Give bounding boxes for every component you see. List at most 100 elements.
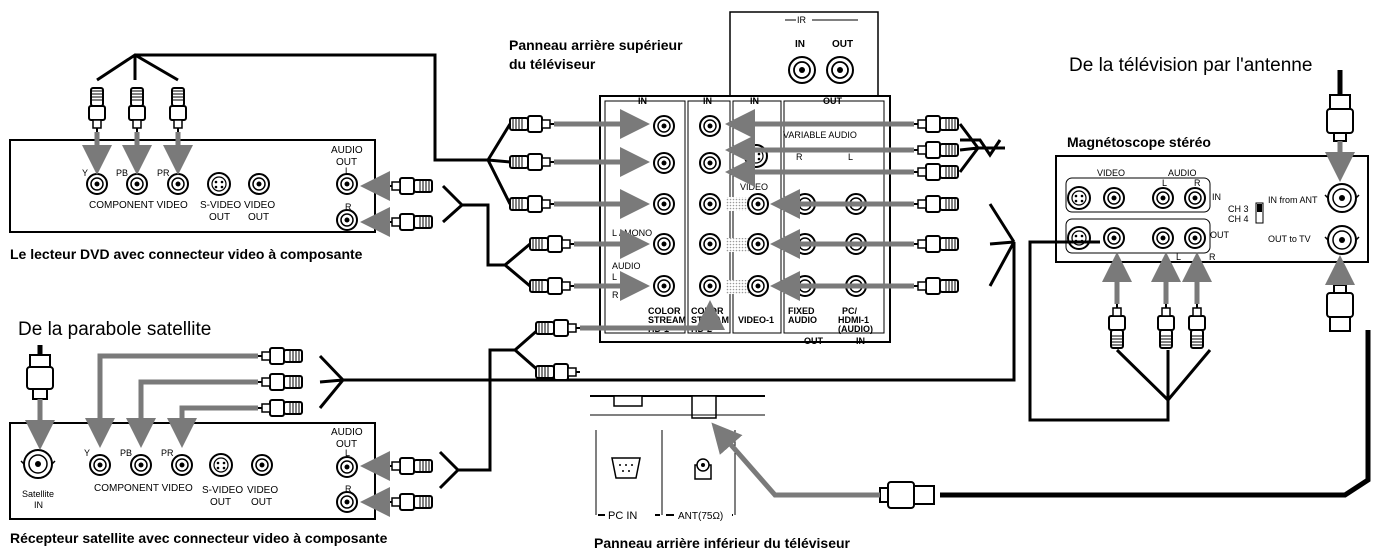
cs1-pb-jack[interactable] — [653, 152, 675, 174]
sat-source-label: De la parabole satellite — [18, 319, 211, 340]
cs2-pr-jack[interactable] — [699, 193, 721, 215]
dvd-audio-l-plug[interactable] — [387, 177, 433, 195]
cs1-audio-r-jack[interactable] — [653, 275, 675, 297]
vcr-out-svideo-jack[interactable] — [1067, 226, 1091, 250]
cs1-y-jack[interactable] — [653, 115, 675, 137]
cs1-pb-plug[interactable] — [509, 153, 555, 171]
dvd-video-label-2: OUT — [248, 212, 269, 223]
cs2-audio-l-jack[interactable] — [699, 233, 721, 255]
sat-pb-jack[interactable] — [130, 454, 152, 476]
video1-video-jack[interactable] — [747, 193, 769, 215]
vcr-in-svideo-jack[interactable] — [1067, 186, 1091, 210]
vcr-channel-switch[interactable] — [1255, 202, 1264, 224]
sat-pr-jack[interactable] — [171, 454, 193, 476]
sat-video-label-1: VIDEO — [247, 485, 278, 496]
tv-audio-l-label: L — [612, 272, 617, 282]
vcr-r-label-top: R — [1194, 178, 1201, 188]
ir-in-jack[interactable] — [788, 56, 816, 84]
vcr-out-to-tv-label: OUT to TV — [1268, 234, 1311, 244]
sat-audio-r-jack[interactable] — [336, 491, 358, 513]
dvd-video-jack[interactable] — [248, 173, 270, 195]
ant-port-icon[interactable] — [694, 458, 712, 480]
dvd-y-jack[interactable] — [86, 173, 108, 195]
video1-video-plug[interactable] — [913, 195, 959, 213]
dvd-y-label: Y — [82, 168, 88, 178]
dvd-r-label: R — [345, 202, 352, 212]
vcr-out-l-jack[interactable] — [1152, 227, 1174, 249]
vcr-out-video-plug[interactable] — [1108, 303, 1126, 349]
vcr-in-l-jack[interactable] — [1152, 187, 1174, 209]
dvd-pb-plug[interactable] — [128, 87, 146, 133]
sat-y-label: Y — [84, 448, 90, 458]
sat-pr-label: PR — [161, 448, 174, 458]
cs2-y-jack[interactable] — [699, 115, 721, 137]
cs2-pb-plug[interactable] — [913, 141, 959, 159]
vcr-in-video-jack[interactable] — [1103, 187, 1125, 209]
antenna-source-label: De la télévision par l'antenne — [1069, 55, 1312, 76]
dvd-video-label-1: VIDEO — [244, 200, 275, 211]
vcr-out-l-plug[interactable] — [1157, 303, 1175, 349]
cs2-pb-jack[interactable] — [699, 152, 721, 174]
video1-audio-r-plug[interactable] — [913, 277, 959, 295]
vcr-l-label: L — [1162, 178, 1167, 188]
pc-caption-2: HDMI-1 — [838, 315, 869, 325]
tv-video-label: VIDEO — [740, 182, 768, 192]
antenna-out-connector-tv[interactable] — [879, 481, 935, 509]
sat-y-plug[interactable] — [257, 347, 303, 365]
dvd-svideo-jack[interactable] — [207, 172, 231, 196]
ir-out-jack[interactable] — [826, 56, 854, 84]
tv-in2-label: IN — [703, 96, 712, 106]
dvd-pr-jack[interactable] — [167, 173, 189, 195]
tv-in1-label: IN — [638, 96, 647, 106]
sat-audio-l-jack[interactable] — [336, 456, 358, 478]
dvd-pb-jack[interactable] — [126, 173, 148, 195]
dvd-l-label: L — [345, 166, 350, 176]
dvd-pr-plug[interactable] — [169, 87, 187, 133]
cs2-audio-l-plug[interactable] — [535, 319, 581, 337]
antenna-in-connector[interactable] — [1326, 94, 1354, 142]
dvd-audio-l-jack[interactable] — [336, 173, 358, 195]
dvd-title: Le lecteur DVD avec connecteur video à c… — [10, 246, 363, 262]
sat-y-jack[interactable] — [89, 454, 111, 476]
sat-receiver-title: Récepteur satellite avec connecteur vide… — [10, 530, 388, 546]
vcr-out-r-jack[interactable] — [1184, 227, 1206, 249]
cs2-pr-plug[interactable] — [913, 163, 959, 181]
pc-caption-1: PC/ — [842, 306, 858, 316]
sat-svideo-jack[interactable] — [209, 453, 233, 477]
cs1-audio-l-jack[interactable] — [653, 233, 675, 255]
sat-panel: Satellite IN Y PB PR COMPONENT VIDEO S-V… — [9, 422, 376, 520]
vcr-out-video-jack[interactable] — [1103, 227, 1125, 249]
cs1-y-plug[interactable] — [509, 115, 555, 133]
video1-audio-r-jack[interactable] — [747, 275, 769, 297]
satellite-connector[interactable] — [26, 354, 54, 400]
dvd-y-plug[interactable] — [88, 87, 106, 133]
video1-audio-l-jack[interactable] — [747, 233, 769, 255]
sat-in-label-1: Satellite — [22, 489, 54, 499]
cs1-pr-plug[interactable] — [509, 195, 555, 213]
pc-caption-3: (AUDIO) — [838, 324, 873, 334]
dvd-audio-r-jack[interactable] — [336, 209, 358, 231]
video1-audio-l-plug[interactable] — [913, 235, 959, 253]
sat-pr-plug[interactable] — [257, 399, 303, 417]
sat-audio-out-label-2: OUT — [336, 439, 357, 450]
sat-l-label: L — [345, 448, 350, 458]
vcr-l-label-bottom: L — [1176, 252, 1181, 262]
tv-upper-panel: IN IN IN OUT VARIABLE AUDIO R L L / MONO… — [599, 95, 891, 346]
dvd-audio-r-plug[interactable] — [387, 213, 433, 231]
cs1-audio-l-plug[interactable] — [529, 235, 575, 253]
pc-in-port-icon[interactable] — [611, 457, 641, 479]
cs1-audio-r-plug[interactable] — [529, 277, 575, 295]
sat-video-jack[interactable] — [251, 454, 273, 476]
dvd-svideo-label-2: OUT — [209, 212, 230, 223]
antenna-out-connector-vcr[interactable] — [1326, 284, 1354, 332]
sat-audio-l-plug[interactable] — [387, 457, 433, 475]
cs1-pr-jack[interactable] — [653, 193, 675, 215]
sat-pb-plug[interactable] — [257, 373, 303, 391]
vcr-out-r-plug[interactable] — [1188, 303, 1206, 349]
cs2-audio-r-jack[interactable] — [699, 275, 721, 297]
sat-audio-r-plug[interactable] — [387, 493, 433, 511]
cs2-audio-r-plug[interactable] — [535, 363, 581, 381]
cs2-y-plug[interactable] — [913, 115, 959, 133]
vcr-in-r-jack[interactable] — [1184, 187, 1206, 209]
ir-panel: IR IN OUT — [729, 11, 879, 97]
